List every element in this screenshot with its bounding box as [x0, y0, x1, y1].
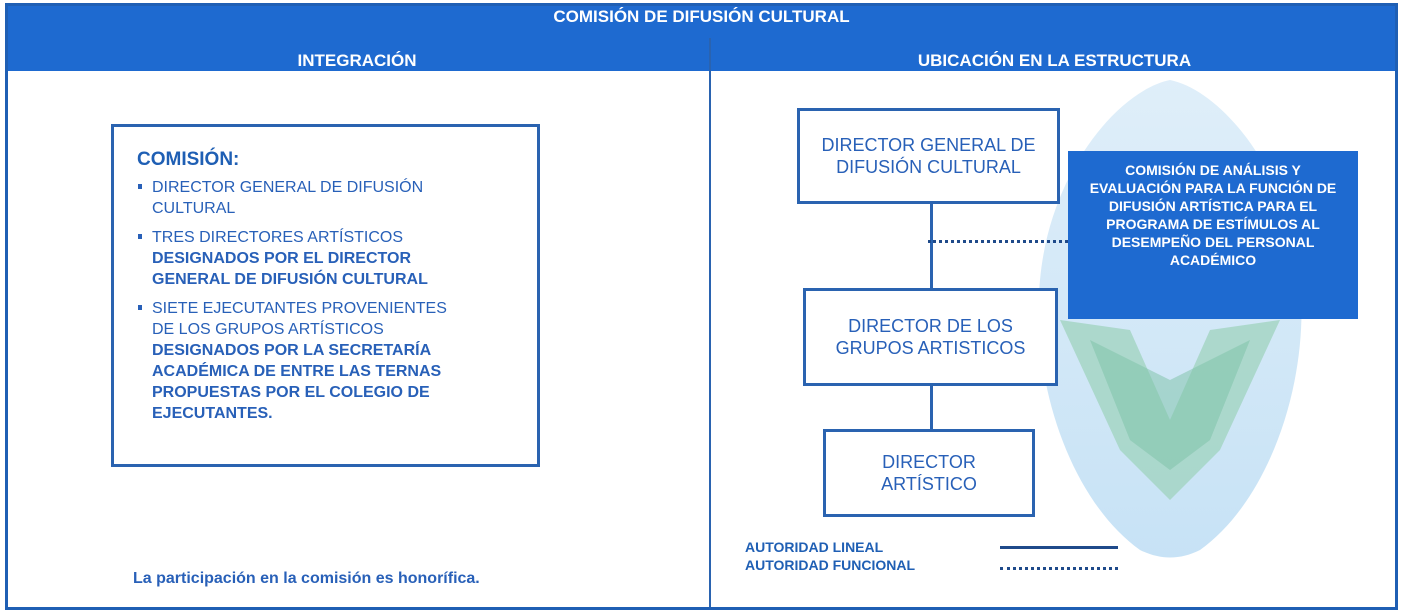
- list-item: TRES DIRECTORES ARTÍSTICOS DESIGNADOS PO…: [138, 227, 528, 290]
- legend-functional-line: [1000, 567, 1118, 570]
- main-title: COMISIÓN DE DIFUSIÓN CULTURAL: [553, 7, 850, 26]
- box-director-grupos-label: DIRECTOR DE LOS GRUPOS ARTISTICOS: [835, 316, 1026, 358]
- evaluation-committee-box: COMISIÓN DE ANÁLISIS Y EVALUACIÓN PARA L…: [1068, 151, 1358, 319]
- commission-box: COMISIÓN: DIRECTOR GENERAL DE DIFUSIÓN C…: [111, 124, 540, 467]
- header-bar: COMISIÓN DE DIFUSIÓN CULTURAL INTEGRACIÓ…: [5, 3, 1398, 71]
- item-line: DE LOS GRUPOS ARTÍSTICOS: [152, 321, 384, 338]
- linear-connector-upper: [930, 204, 933, 288]
- list-item: SIETE EJECUTANTES PROVENIENTES DE LOS GR…: [138, 298, 528, 424]
- box-director-general-label: DIRECTOR GENERAL DE DIFUSIÓN CULTURAL: [821, 135, 1036, 177]
- commission-title: COMISIÓN:: [137, 149, 240, 170]
- list-item: DIRECTOR GENERAL DE DIFUSIÓN CULTURAL: [138, 177, 528, 219]
- box-director-grupos: DIRECTOR DE LOS GRUPOS ARTISTICOS: [803, 288, 1058, 386]
- item-line: TRES DIRECTORES ARTÍSTICOS: [152, 229, 404, 246]
- item-line: SIETE EJECUTANTES PROVENIENTES: [152, 300, 447, 317]
- item-line: CULTURAL: [152, 200, 236, 217]
- commission-list: DIRECTOR GENERAL DE DIFUSIÓN CULTURAL TR…: [138, 177, 528, 432]
- legend-linear-label: AUTORIDAD LINEAL: [745, 539, 884, 555]
- box-director-artistico: DIRECTOR ARTÍSTICO: [823, 429, 1035, 517]
- item-line: DESIGNADOS POR EL DIRECTOR: [152, 250, 411, 267]
- box-director-general: DIRECTOR GENERAL DE DIFUSIÓN CULTURAL: [797, 108, 1060, 204]
- evaluation-committee-label: COMISIÓN DE ANÁLISIS Y EVALUACIÓN PARA L…: [1089, 162, 1337, 268]
- ubicacion-heading: UBICACIÓN EN LA ESTRUCTURA: [917, 51, 1192, 70]
- bullet-icon: [138, 184, 142, 189]
- outer-frame: [5, 3, 1398, 610]
- bullet-icon: [138, 234, 142, 239]
- item-line: GENERAL DE DIFUSIÓN CULTURAL: [152, 271, 428, 288]
- integracion-heading: INTEGRACIÓN: [297, 51, 417, 70]
- column-divider: [709, 38, 711, 610]
- functional-connector: [928, 240, 1068, 243]
- bullet-icon: [138, 305, 142, 310]
- legend-linear-line: [1000, 546, 1118, 549]
- linear-connector-lower: [930, 386, 933, 429]
- legend-functional-label: AUTORIDAD FUNCIONAL: [745, 557, 916, 573]
- item-line: DIRECTOR GENERAL DE DIFUSIÓN: [152, 179, 424, 196]
- honorific-note: La participación en la comisión es honor…: [133, 570, 480, 587]
- box-director-artistico-label: DIRECTOR ARTÍSTICO: [881, 452, 977, 494]
- item-line: DESIGNADOS POR LA SECRETARÍA ACADÉMICA D…: [152, 342, 442, 422]
